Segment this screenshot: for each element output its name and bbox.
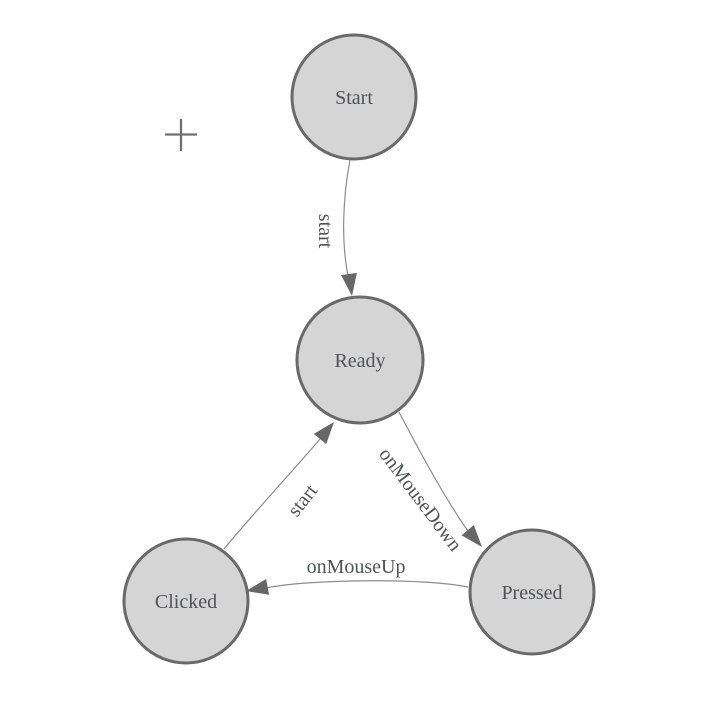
state-node-clicked[interactable]: Clicked: [122, 537, 250, 665]
edge-label-start-to-ready: start: [314, 214, 336, 249]
edge-line-clicked-to-ready[interactable]: [223, 438, 321, 550]
edge-clicked-to-ready[interactable]: start: [223, 422, 334, 550]
edge-label-pressed-to-clicked: onMouseUp: [307, 556, 406, 578]
edge-label-ready-to-pressed: onMouseDown: [374, 444, 466, 556]
edge-label-clicked-to-ready: start: [284, 480, 323, 521]
edge-start-to-ready[interactable]: start: [314, 159, 357, 296]
state-label-pressed: Pressed: [501, 582, 562, 604]
state-label-clicked: Clicked: [155, 591, 217, 613]
state-label-start: Start: [335, 87, 373, 109]
state-circle-pressed[interactable]: [468, 528, 596, 656]
origin-crosshair-icon: [165, 119, 197, 151]
edge-line-start-to-ready[interactable]: [343, 159, 351, 277]
arrowhead-icon: [246, 579, 270, 595]
state-circle-ready[interactable]: [295, 295, 425, 425]
edge-line-ready-to-pressed[interactable]: [398, 411, 469, 532]
state-label-ready: Ready: [334, 350, 385, 372]
arrowhead-icon: [341, 272, 357, 296]
state-node-start[interactable]: Start: [290, 33, 418, 161]
edge-pressed-to-clicked[interactable]: onMouseUp: [246, 556, 469, 595]
edge-line-pressed-to-clicked[interactable]: [265, 580, 469, 589]
state-node-pressed[interactable]: Pressed: [468, 528, 596, 656]
edge-ready-to-pressed[interactable]: onMouseDown: [374, 411, 482, 556]
state-circle-clicked[interactable]: [122, 537, 250, 665]
arrowhead-icon: [313, 422, 334, 445]
arrowhead-icon: [461, 525, 482, 547]
state-node-ready[interactable]: Ready: [295, 295, 425, 425]
state-circle-start[interactable]: [290, 33, 418, 161]
